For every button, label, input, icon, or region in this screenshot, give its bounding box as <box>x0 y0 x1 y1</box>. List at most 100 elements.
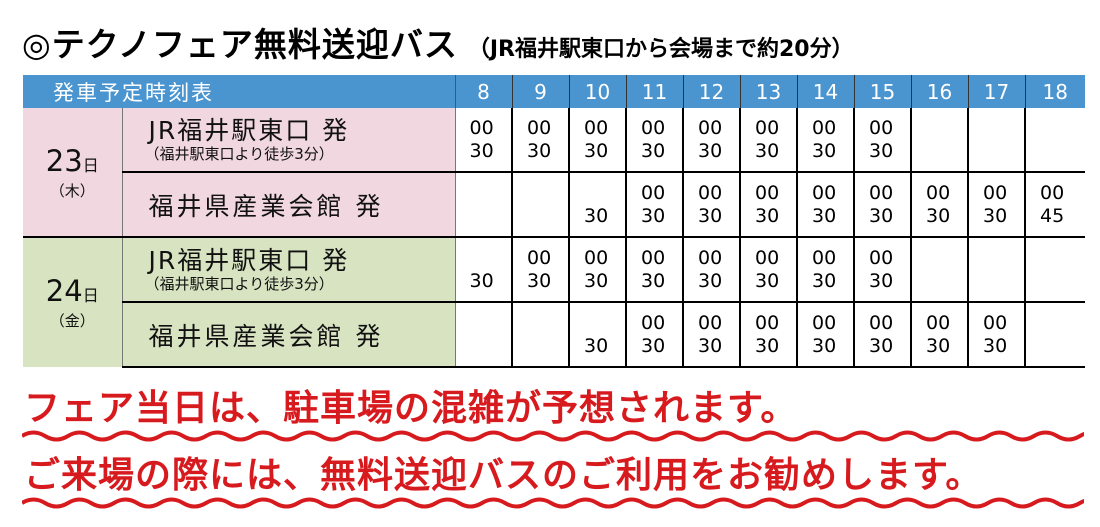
weekday-label: （木） <box>49 181 95 200</box>
departure-minute <box>926 140 967 163</box>
departure-minute <box>1040 140 1085 163</box>
hour-header: 11 <box>625 75 683 108</box>
departure-minute <box>1040 270 1085 293</box>
departure-minute: 30 <box>812 334 837 357</box>
departure-minute <box>470 312 512 335</box>
day-cell: 23日（木） <box>23 108 123 237</box>
departure-time-cell: 30 <box>454 236 512 302</box>
departure-minute: 00 <box>869 181 894 204</box>
departure-minute: 00 <box>527 246 552 269</box>
departure-minute: 00 <box>983 181 1008 204</box>
departure-minute: 30 <box>641 269 666 292</box>
departure-minute <box>470 247 512 270</box>
departure-minute: 30 <box>812 204 837 227</box>
departure-time-cell <box>511 171 569 237</box>
departure-minute: 00 <box>641 246 666 269</box>
notice-line-1: フェア当日は、駐車場の混雑が予想されます。 <box>24 388 798 429</box>
departure-time-cell <box>967 108 1025 172</box>
departure-minute <box>584 312 625 335</box>
departure-minute <box>527 182 568 205</box>
departure-minute <box>983 270 1024 293</box>
departure-minute <box>527 335 568 358</box>
hour-header: 13 <box>739 75 797 108</box>
departure-minute: 00 <box>698 246 723 269</box>
departure-minute: 30 <box>755 204 780 227</box>
departure-minute: 30 <box>584 204 609 227</box>
departure-time-cell <box>910 108 968 172</box>
departure-minute <box>983 247 1024 270</box>
departure-minute: 00 <box>755 246 780 269</box>
bus-timetable: 発車予定時刻表 8 9 10 11 12 13 14 15 16 17 18 2… <box>23 75 1085 368</box>
departure-minute: 30 <box>641 204 666 227</box>
departure-minute <box>470 335 512 358</box>
departure-minute: 30 <box>527 139 552 162</box>
departure-minute <box>470 182 512 205</box>
departure-minute <box>926 270 967 293</box>
departure-minute: 30 <box>584 139 609 162</box>
departure-minute: 00 <box>812 246 837 269</box>
departure-minute: 00 <box>869 311 894 334</box>
departure-time-cell <box>967 236 1025 302</box>
departure-minute: 30 <box>698 334 723 357</box>
departure-minute: 00 <box>812 181 837 204</box>
departure-minute: 00 <box>983 311 1008 334</box>
departure-minute: 30 <box>469 269 494 292</box>
title-subtitle: （JR福井駅東口から会場まで約20分） <box>467 37 854 62</box>
departure-time-cell: 30 <box>568 171 626 237</box>
departure-minute: 00 <box>869 116 894 139</box>
departure-minute: 30 <box>755 139 780 162</box>
departure-minute: 00 <box>755 311 780 334</box>
departure-minute <box>1040 335 1085 358</box>
departure-minute: 30 <box>755 334 780 357</box>
stop-note: （福井駅東口より徒歩3分） <box>144 274 334 293</box>
departure-minute: 00 <box>641 116 666 139</box>
hour-header: 16 <box>910 75 968 108</box>
hour-header: 8 <box>454 75 512 108</box>
departure-minute: 30 <box>584 269 609 292</box>
hour-header: 10 <box>568 75 626 108</box>
day-suffix: 日 <box>82 155 99 175</box>
departure-minute: 00 <box>1040 181 1065 204</box>
departure-time-cell <box>454 171 512 237</box>
departure-minute <box>527 205 568 228</box>
title-main: ◎テクノフェア無料送迎バス <box>22 25 458 64</box>
day-suffix: 日 <box>82 286 99 305</box>
wavy-underline-2 <box>22 497 1084 509</box>
departure-minute <box>1040 117 1085 140</box>
departure-minute: 00 <box>527 116 552 139</box>
departure-minute: 30 <box>983 204 1008 227</box>
departure-minute: 30 <box>869 139 894 162</box>
timetable-header-row: 発車予定時刻表 8 9 10 11 12 13 14 15 16 17 18 <box>23 75 1085 108</box>
departure-minute: 00 <box>926 311 951 334</box>
departure-time-cell: 30 <box>568 301 626 368</box>
hour-header: 12 <box>682 75 740 108</box>
departure-minute: 00 <box>584 116 609 139</box>
departure-minute: 00 <box>698 311 723 334</box>
departure-minute <box>1040 247 1085 270</box>
departure-minute: 00 <box>812 311 837 334</box>
departure-minute: 45 <box>1040 204 1065 227</box>
departure-minute: 30 <box>926 204 951 227</box>
departure-minute <box>926 247 967 270</box>
